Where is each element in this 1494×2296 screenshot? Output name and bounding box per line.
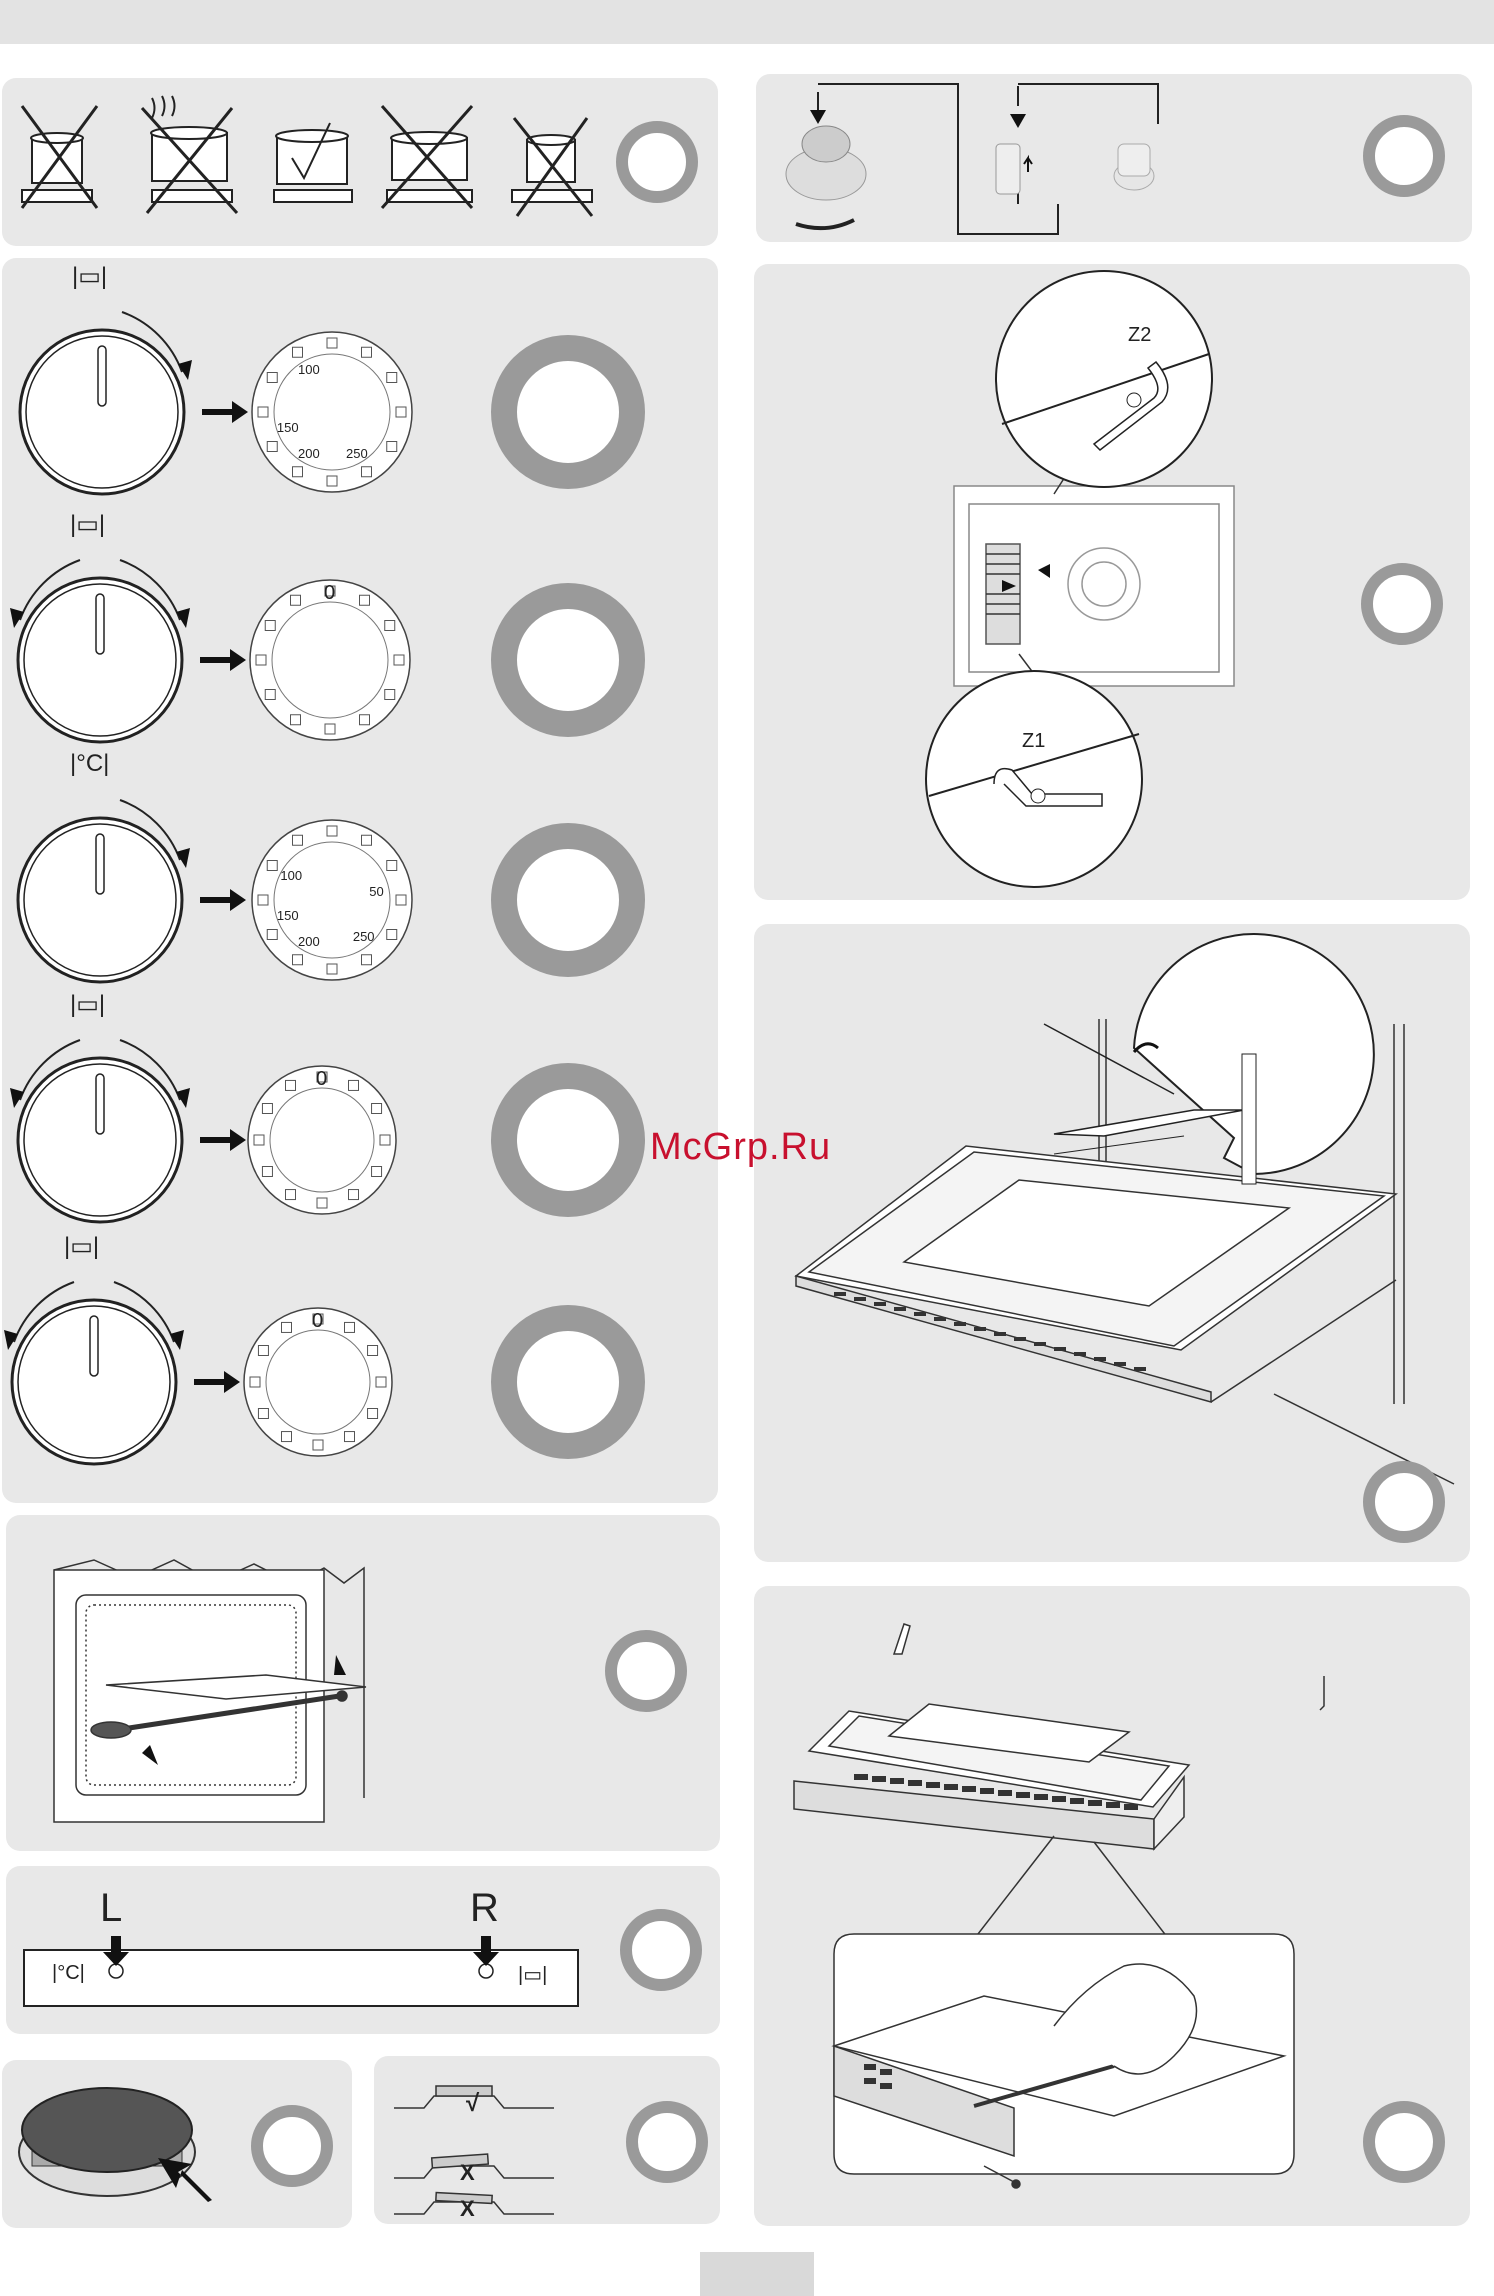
figure-number-ring	[632, 2107, 702, 2177]
door-glass-illustration	[754, 1586, 1470, 2226]
dial-2	[250, 580, 410, 740]
figure-number-ring	[504, 348, 632, 476]
burner-cap-illustration	[374, 2056, 720, 2224]
cookware-illustration	[2, 78, 718, 246]
door-glass-panel	[754, 1586, 1470, 2226]
burner-wrong-mark-2: X	[460, 2196, 475, 2222]
burner-correct-mark: √	[466, 2090, 479, 2118]
figure-number-ring	[504, 1318, 632, 1446]
door-illustration	[754, 924, 1470, 1562]
oven-interior-panel	[6, 1515, 720, 1851]
burner-illustration	[2, 2060, 352, 2228]
arrow-icon	[200, 889, 246, 911]
control-left-symbol: |°C|	[52, 1962, 85, 1985]
dial-3	[252, 820, 412, 980]
knobs-illustration	[2, 258, 718, 1503]
figure-number-ring	[504, 596, 632, 724]
zoom-upper-label: Z2	[1128, 324, 1151, 347]
figure-number-ring	[1369, 2107, 1439, 2177]
burner-panel	[2, 2060, 352, 2228]
oven-interior-illustration	[6, 1515, 720, 1851]
burner-wrong-mark-1: X	[460, 2160, 475, 2186]
watermark: McGrp.Ru	[650, 1126, 831, 1169]
dial-1	[252, 332, 412, 492]
control-panel-panel: L R |°C| |▭|	[6, 1866, 720, 2034]
burner-cap-panel: √ X X	[374, 2056, 720, 2224]
figure-number-ring	[504, 1076, 632, 1204]
arrow-icon	[200, 649, 246, 671]
zoom-lower-label: Z1	[1022, 730, 1045, 753]
figure-number-ring	[622, 127, 692, 197]
arrow-icon	[200, 1129, 246, 1151]
figure-number-ring	[1367, 569, 1437, 639]
lamp-panel	[756, 74, 1472, 242]
door-panel	[754, 924, 1470, 1562]
figure-number-ring	[1369, 121, 1439, 191]
rails-panel: Z2 Z1	[754, 264, 1470, 900]
figure-number-ring	[626, 1915, 696, 1985]
control-left-label: L	[100, 1886, 122, 1931]
lamp-illustration	[756, 74, 1472, 242]
header-bar	[0, 0, 1494, 44]
figure-number-ring	[1369, 1467, 1439, 1537]
control-right-symbol: |▭|	[518, 1962, 547, 1987]
control-right-label: R	[470, 1886, 499, 1931]
page-number-box	[700, 2252, 814, 2296]
cookware-panel	[2, 78, 718, 246]
figure-number-ring	[504, 836, 632, 964]
arrow-icon	[194, 1371, 240, 1393]
arrow-icon	[202, 401, 248, 423]
figure-number-ring	[257, 2111, 327, 2181]
figure-number-ring	[611, 1636, 681, 1706]
rails-illustration	[754, 264, 1470, 900]
knobs-panel	[2, 258, 718, 1503]
